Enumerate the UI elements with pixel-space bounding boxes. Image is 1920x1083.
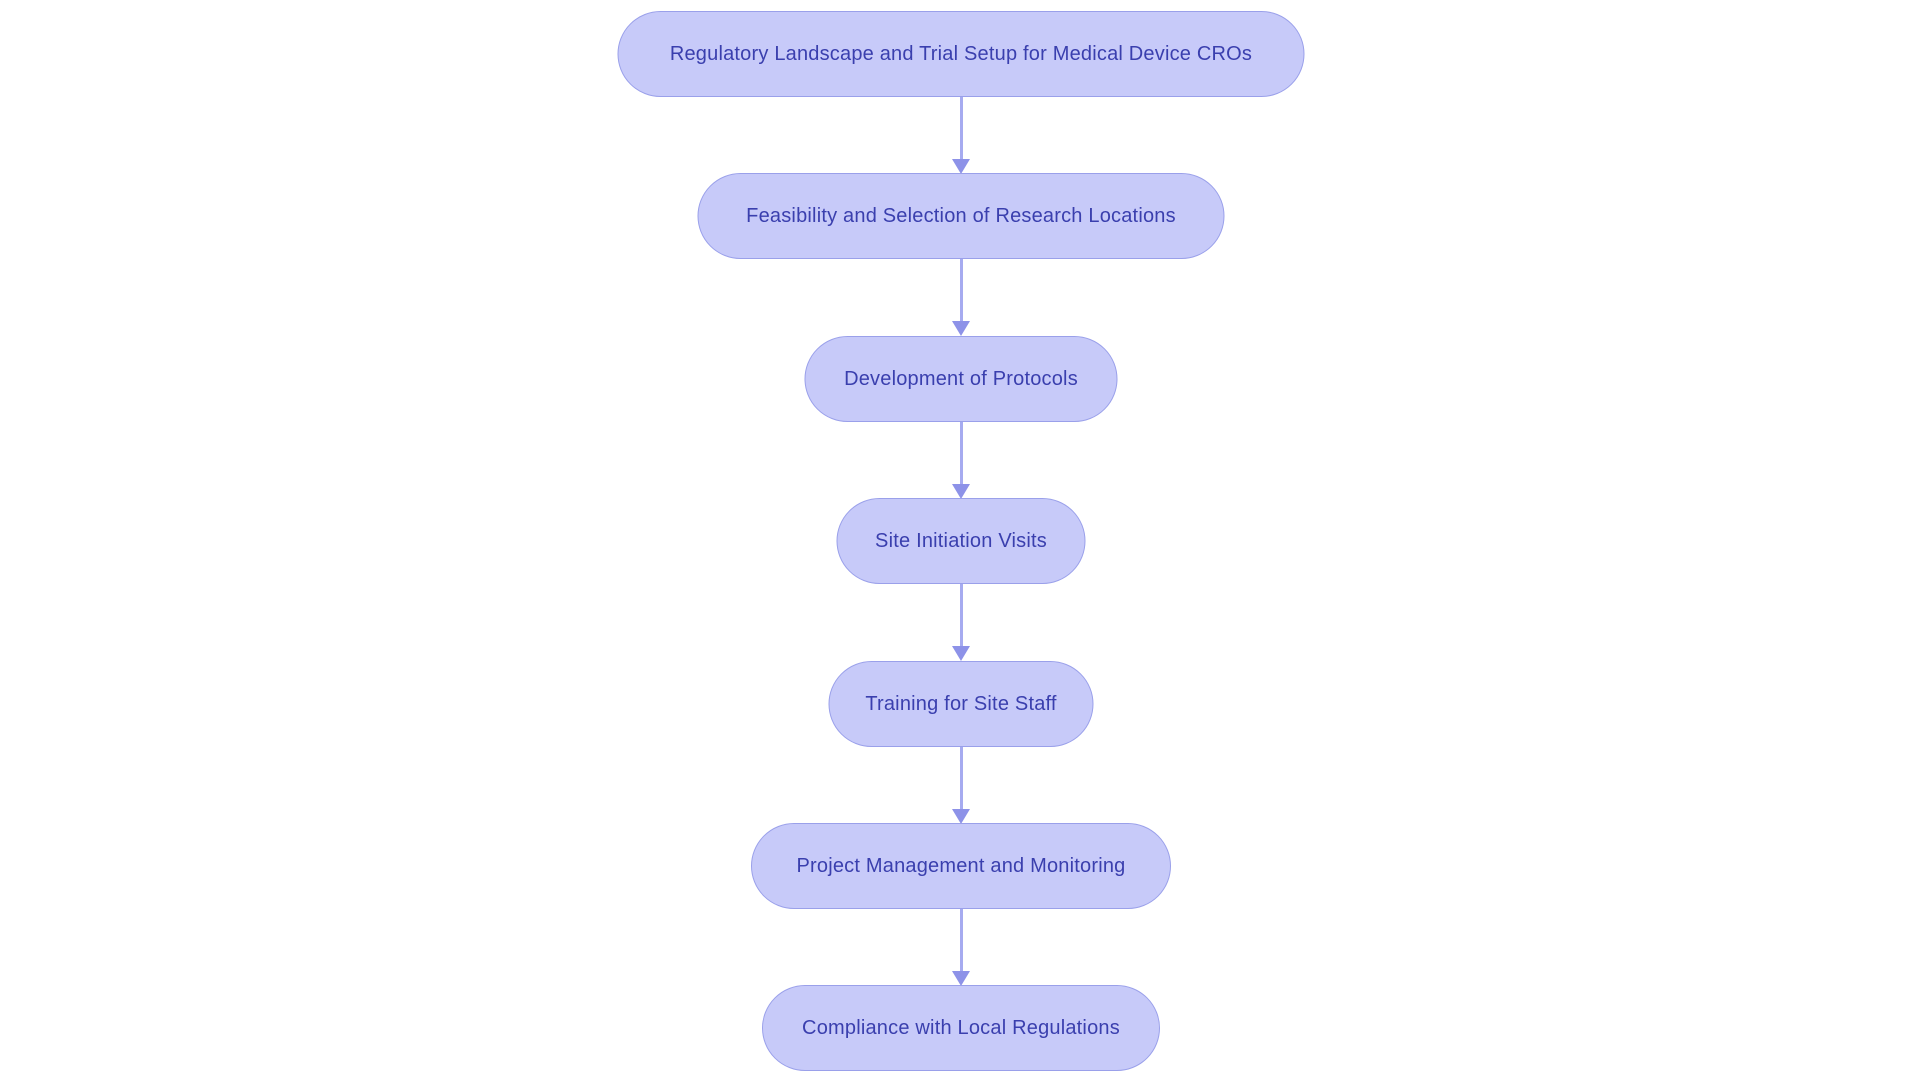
flow-arrow-3-4 — [952, 422, 970, 499]
arrow-line — [959, 909, 963, 971]
flow-node-label: Site Initiation Visits — [875, 529, 1047, 552]
flow-arrow-4-5 — [952, 584, 970, 661]
flow-node-label: Development of Protocols — [844, 367, 1078, 390]
flow-node-step-7: Compliance with Local Regulations — [762, 985, 1160, 1071]
arrow-line — [959, 584, 963, 646]
flow-node-step-1: Regulatory Landscape and Trial Setup for… — [617, 11, 1305, 97]
arrow-head-icon — [952, 809, 970, 824]
arrow-head-icon — [952, 646, 970, 661]
arrow-head-icon — [952, 159, 970, 174]
flow-arrow-2-3 — [952, 259, 970, 336]
flow-node-label: Compliance with Local Regulations — [802, 1016, 1120, 1039]
flow-arrow-6-7 — [952, 909, 970, 986]
flow-node-step-3: Development of Protocols — [804, 336, 1118, 422]
flow-node-step-5: Training for Site Staff — [828, 661, 1094, 747]
flow-node-step-6: Project Management and Monitoring — [751, 823, 1171, 909]
flow-node-label: Regulatory Landscape and Trial Setup for… — [669, 42, 1253, 65]
arrow-head-icon — [952, 971, 970, 986]
arrow-line — [959, 97, 963, 159]
flow-node-step-2: Feasibility and Selection of Research Lo… — [697, 173, 1225, 259]
flow-arrow-1-2 — [952, 97, 970, 174]
flow-node-step-4: Site Initiation Visits — [836, 498, 1086, 584]
arrow-line — [959, 422, 963, 484]
flow-node-label: Training for Site Staff — [865, 692, 1057, 715]
arrow-line — [959, 747, 963, 809]
arrow-line — [959, 259, 963, 321]
arrow-head-icon — [952, 321, 970, 336]
flow-node-label: Project Management and Monitoring — [796, 854, 1126, 877]
arrow-head-icon — [952, 484, 970, 499]
flow-arrow-5-6 — [952, 747, 970, 824]
flow-node-label: Feasibility and Selection of Research Lo… — [746, 204, 1176, 227]
